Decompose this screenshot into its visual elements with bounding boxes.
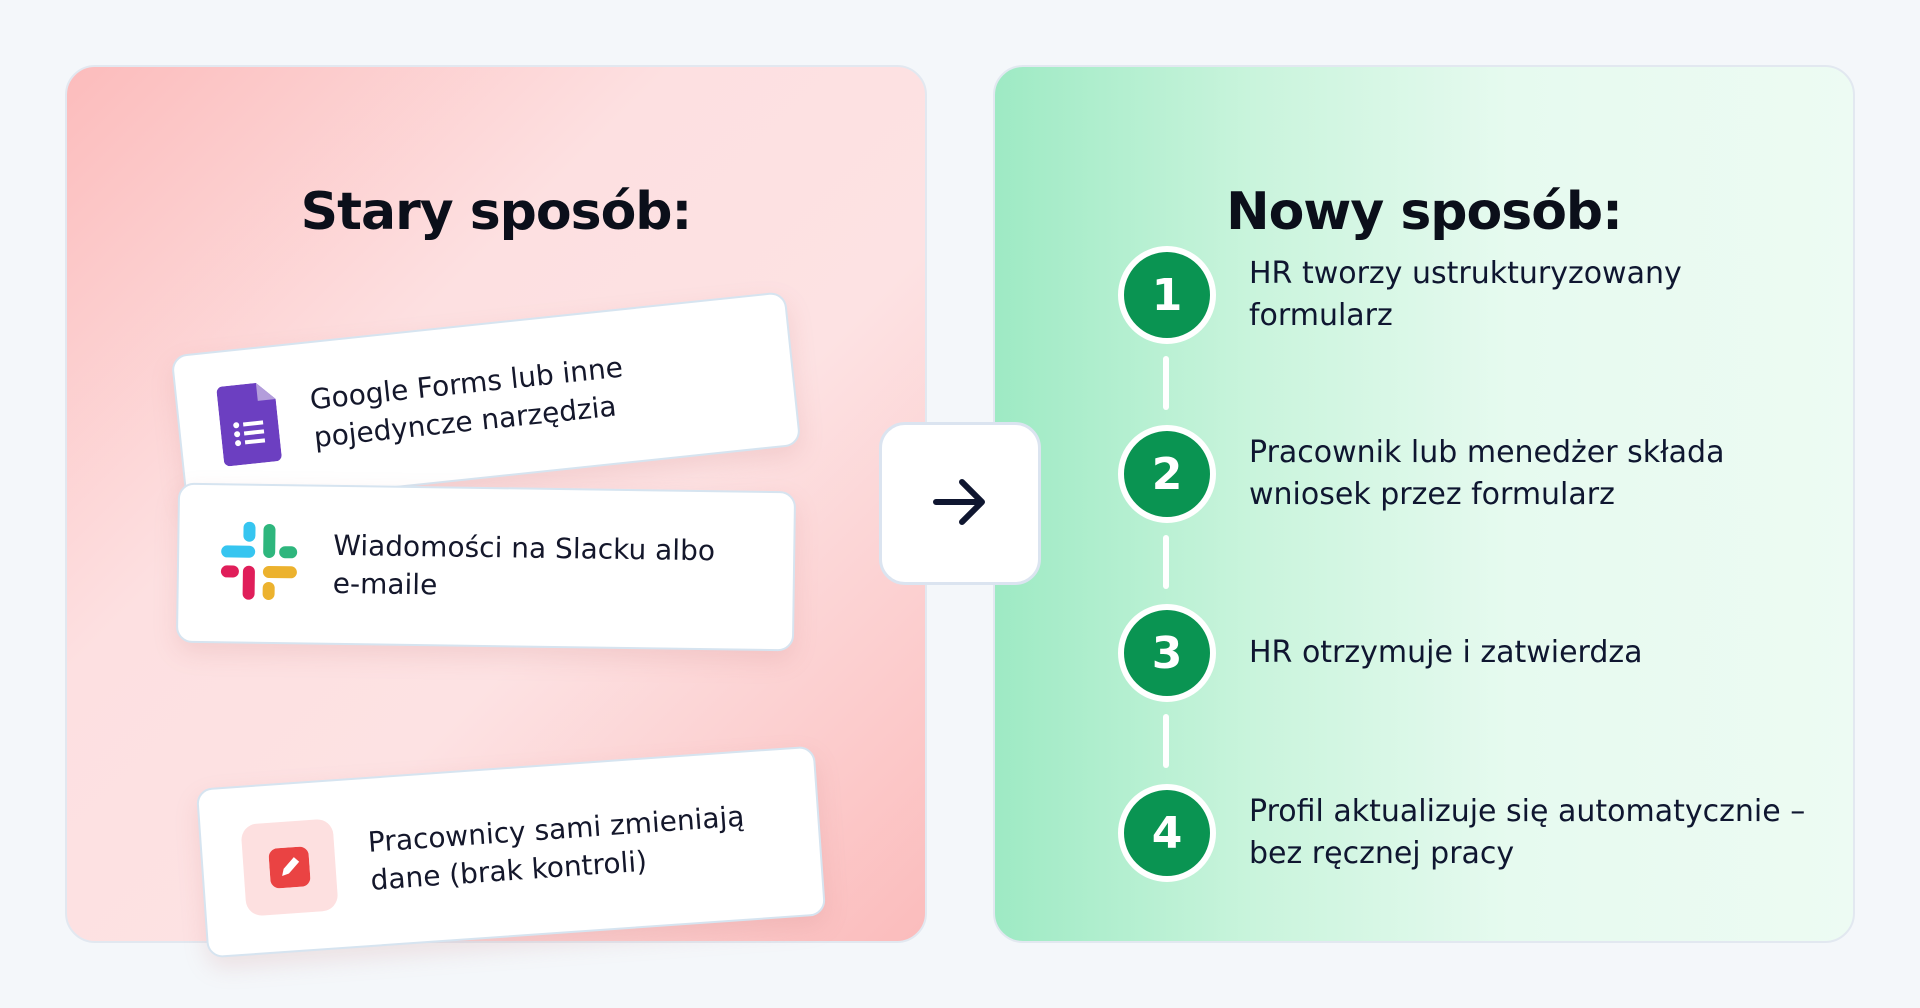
step-number-badge: 1 — [1118, 246, 1216, 344]
step-connector — [1163, 714, 1169, 768]
step-text: Profil aktualizuje się automatycznie – b… — [1249, 794, 1806, 871]
google-forms-icon — [216, 381, 282, 471]
arrow-right-icon — [932, 477, 988, 531]
slack-icon — [218, 521, 299, 606]
old-way-card-google-forms: Google Forms lub inne pojedyncze narzędz… — [170, 291, 802, 510]
old-way-card-slack: Wiadomości na Slacku albo e-maile — [175, 482, 797, 652]
old-way-panel: Stary sposób: Google Forms lub inne poje… — [65, 65, 927, 959]
transition-arrow-box — [879, 422, 1041, 585]
step-2: 2 Pracownik lub menedżer składa wniosek … — [1118, 425, 1749, 523]
step-connector — [1163, 356, 1169, 410]
old-way-item-text: Wiadomości na Slacku albo e-maile — [332, 528, 716, 602]
new-way-title: Nowy sposób: — [1226, 182, 1623, 242]
step-number-badge: 4 — [1118, 784, 1216, 882]
old-way-title: Stary sposób: — [300, 182, 693, 242]
step-text: Pracownik lub menedżer składa wniosek pr… — [1249, 435, 1725, 512]
old-way-item-text: Google Forms lub inne pojedyncze narzędz… — [308, 350, 625, 454]
step-text: HR otrzymuje i zatwierdza — [1249, 635, 1643, 670]
step-4: 4 Profil aktualizuje się automatycznie –… — [1118, 784, 1809, 882]
step-1: 1 HR tworzy ustrukturyzowany formularz — [1118, 246, 1719, 344]
step-text: HR tworzy ustrukturyzowany formularz — [1249, 256, 1682, 333]
step-connector — [1163, 535, 1169, 589]
edit-pencil-icon — [240, 818, 339, 917]
step-number-badge: 2 — [1118, 425, 1216, 523]
old-way-card-manual-edit: Pracownicy sami zmieniają dane (brak kon… — [195, 745, 827, 959]
step-3: 3 HR otrzymuje i zatwierdza — [1118, 604, 1643, 702]
old-way-item-text: Pracownicy sami zmieniają dane (brak kon… — [366, 799, 746, 897]
step-number-badge: 3 — [1118, 604, 1216, 702]
